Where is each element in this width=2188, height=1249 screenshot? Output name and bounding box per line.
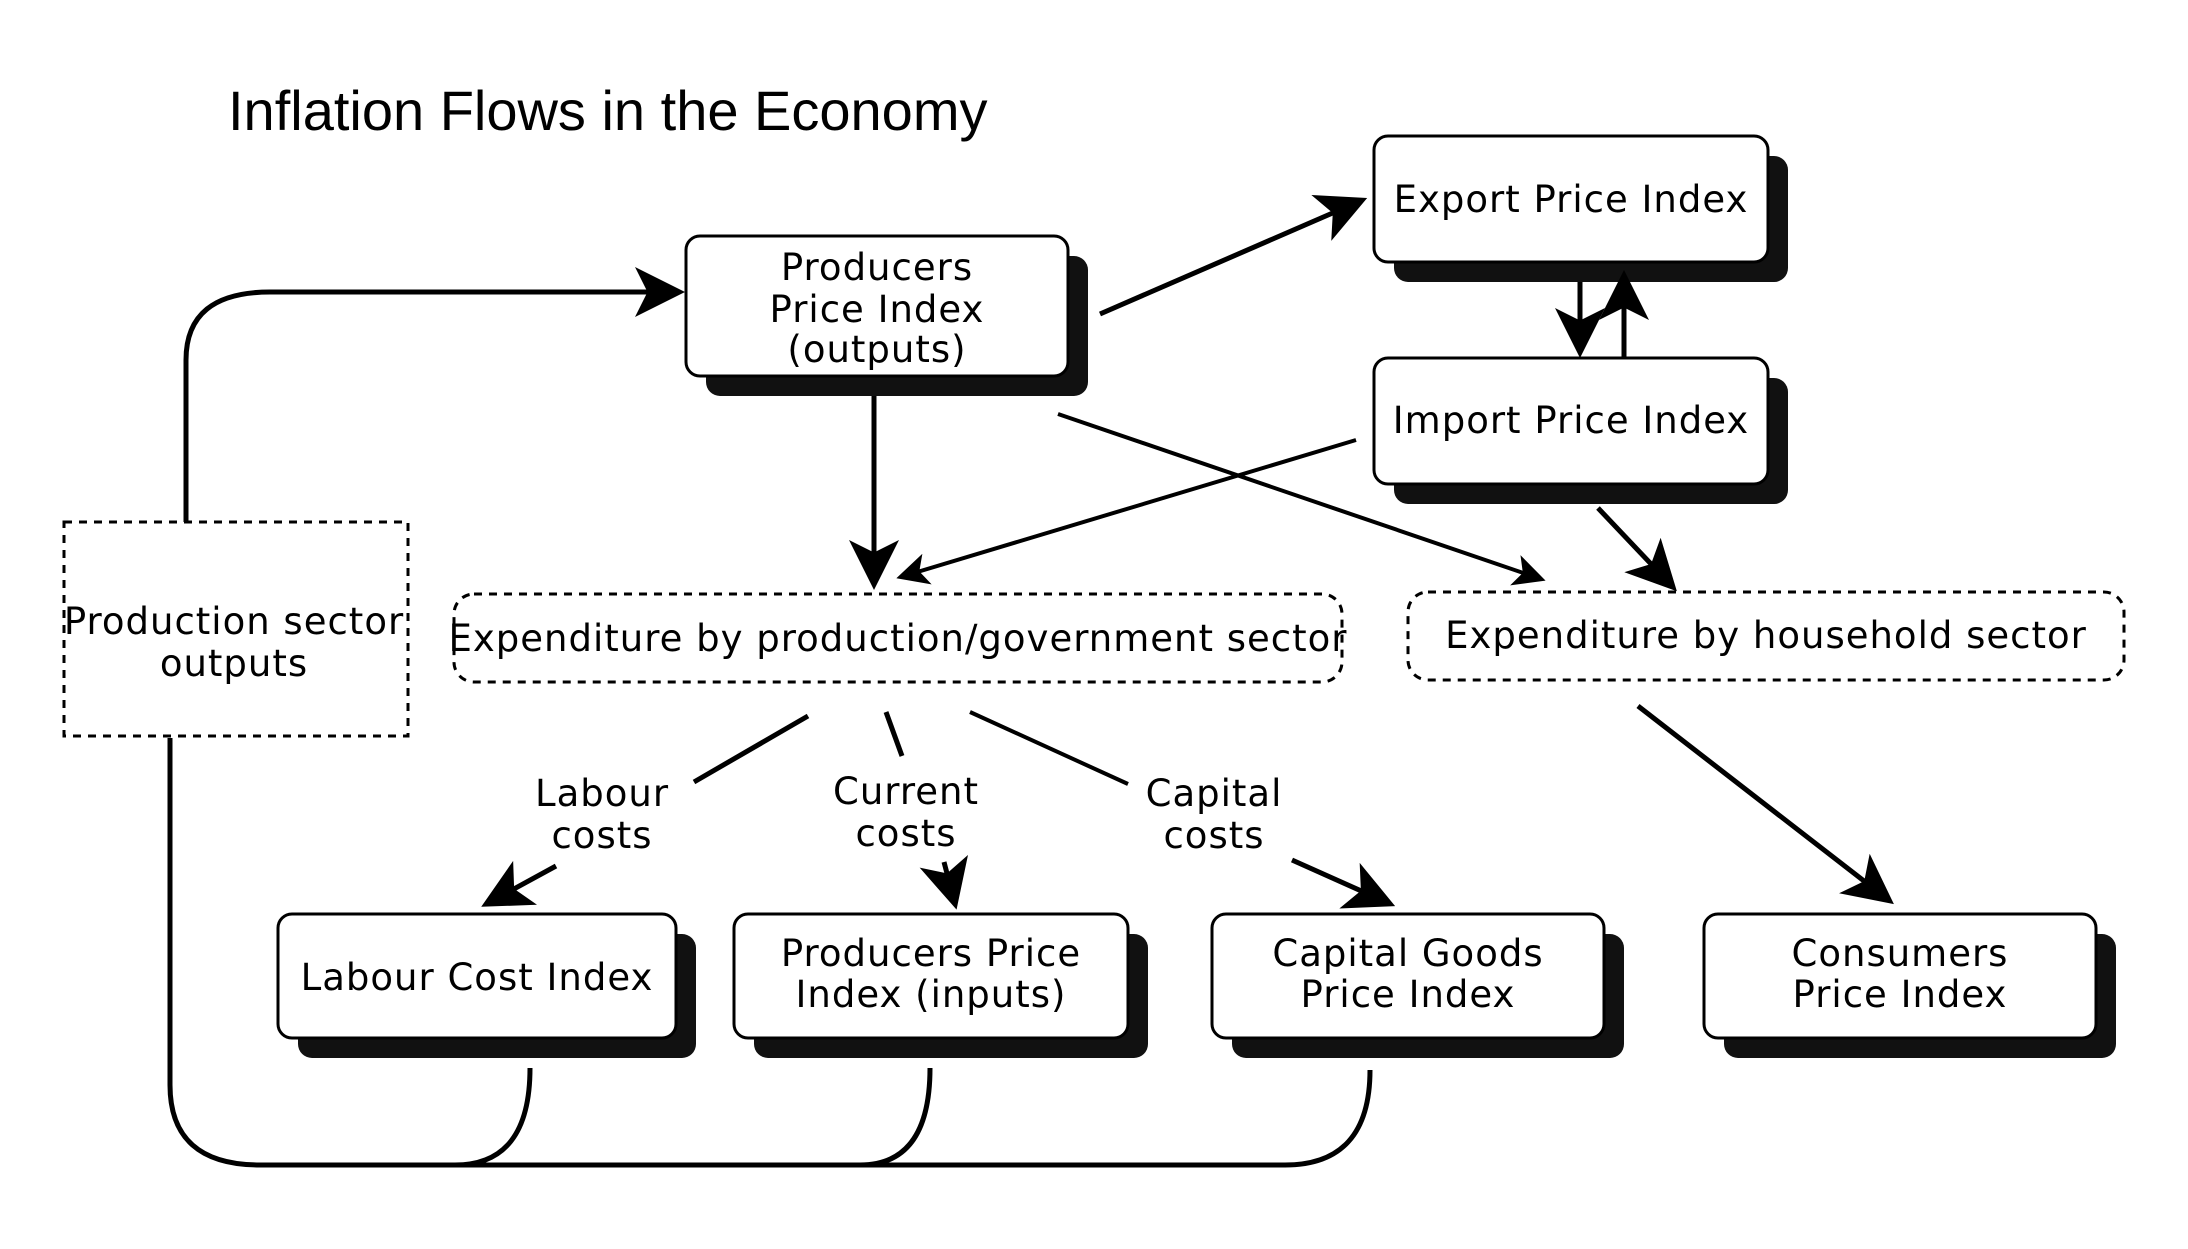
node-expenditure-household: Expenditure by household sector <box>1406 590 2126 682</box>
edge-labels: Labour costs Current costs Capital costs <box>535 770 1283 857</box>
labour-costs-line-2: costs <box>551 814 652 857</box>
capital-costs-line-2: costs <box>1163 814 1264 857</box>
consumers-line-2: Price Index <box>1793 973 2008 1016</box>
node-production-sector-outputs: Production sector outputs <box>62 520 410 738</box>
node-producers-price-index-outputs: Producers Price Index (outputs) <box>684 234 1088 396</box>
arrow-current-costs-upper <box>883 711 905 757</box>
node-consumers-price-index: Consumers Price Index <box>1702 912 2116 1058</box>
arrow-import-to-expenditure-production <box>896 438 1357 585</box>
node-import-price-index: Import Price Index <box>1372 356 1788 504</box>
producers-inputs-line-2: Index (inputs) <box>796 973 1067 1016</box>
node-capital-goods-price-index: Capital Goods Price Index <box>1210 912 1624 1058</box>
producers-inputs-line-1: Producers Price <box>781 932 1081 975</box>
producers-outputs-line-1: Producers <box>781 246 973 289</box>
labour-cost-index-label: Labour Cost Index <box>301 956 654 999</box>
production-outputs-line-2: outputs <box>160 642 308 685</box>
diagram-title: Inflation Flows in the Economy <box>228 79 987 142</box>
arrow-household-to-consumers <box>1636 704 1894 905</box>
producers-outputs-line-2: Price Index <box>770 288 985 331</box>
arrow-capital-costs-lower <box>1290 857 1396 909</box>
node-producers-price-index-inputs: Producers Price Index (inputs) <box>732 912 1148 1058</box>
arrow-producers-to-expenditure-household <box>1057 412 1546 586</box>
capital-goods-line-1: Capital Goods <box>1272 932 1543 975</box>
expenditure-production-label: Expenditure by production/government sec… <box>449 617 1348 660</box>
consumers-line-1: Consumers <box>1792 932 2009 975</box>
export-label: Export Price Index <box>1394 178 1749 221</box>
expenditure-household-label: Expenditure by household sector <box>1445 614 2087 657</box>
feedback-loop <box>167 267 1373 1168</box>
current-costs-line-1: Current <box>833 770 979 813</box>
current-costs-line-2: costs <box>855 812 956 855</box>
labour-costs-line-1: Labour <box>535 772 669 815</box>
arrow-labour-costs-upper <box>692 713 810 785</box>
import-label: Import Price Index <box>1393 399 1749 442</box>
production-outputs-line-1: Production sector <box>64 600 404 643</box>
arrow-current-costs-lower <box>919 854 968 910</box>
arrow-producers-to-export <box>1099 194 1368 317</box>
arrow-labour-costs-lower <box>481 860 558 907</box>
arrow-capital-costs-upper <box>969 710 1129 786</box>
node-export-price-index: Export Price Index <box>1372 134 1788 282</box>
capital-goods-line-2: Price Index <box>1301 973 1516 1016</box>
node-expenditure-production-government: Expenditure by production/government sec… <box>449 592 1348 684</box>
producers-outputs-line-3: (outputs) <box>787 328 966 371</box>
arrow-import-to-expenditure-household <box>1596 506 1677 592</box>
arrows <box>481 194 1894 910</box>
node-labour-cost-index: Labour Cost Index <box>276 912 696 1058</box>
capital-costs-line-1: Capital <box>1146 772 1283 815</box>
